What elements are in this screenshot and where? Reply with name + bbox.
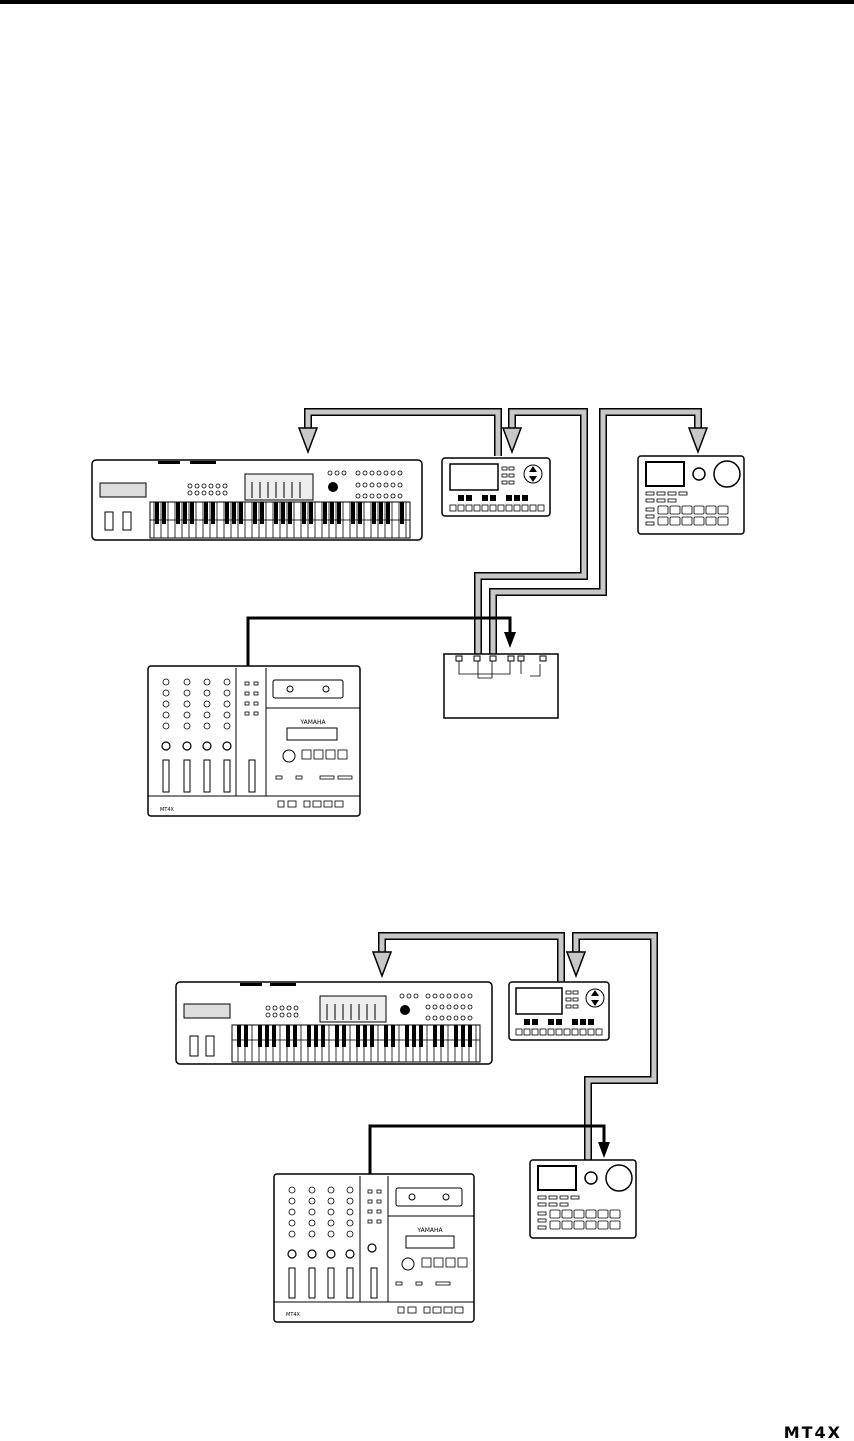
mt4x-logo: MT4X — [784, 1423, 842, 1441]
midi-cable-keyboard-sequencer — [299, 412, 498, 456]
sequencer-unit-2 — [509, 982, 609, 1040]
mtr-recorder-1: YAMAHA MT4X — [148, 666, 360, 816]
mtr-brand-label-1: YAMAHA — [299, 719, 326, 726]
synthesizer-keyboard — [92, 460, 422, 540]
diagram-1: YAMAHA MT4X — [92, 412, 744, 816]
synthesizer-keyboard-2 — [176, 982, 492, 1064]
midi-cable-sequencer-rhythm — [567, 936, 654, 1164]
mtr-recorder-2: YAMAHA MT4X — [274, 1174, 474, 1322]
mtr-model-mark-1: MT4X — [160, 807, 175, 813]
rhythm-machine-2 — [530, 1160, 636, 1238]
sequencer-unit — [442, 458, 550, 516]
diagram-2: YAMAHA MT4X — [176, 936, 654, 1322]
midi-thru-box — [444, 654, 558, 718]
mtr-brand-label-2: YAMAHA — [416, 1227, 443, 1234]
midi-cable-keyboard-sequencer-2 — [373, 936, 561, 982]
mtr-model-mark-2: MT4X — [286, 1312, 301, 1318]
rhythm-machine — [638, 456, 744, 534]
